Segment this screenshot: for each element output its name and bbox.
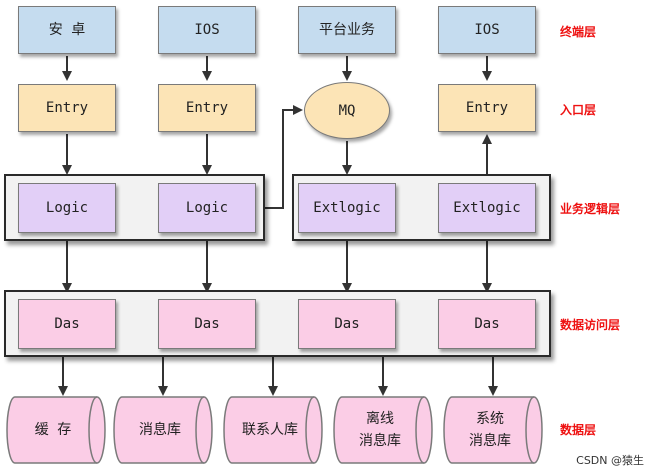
- entry-node-2: Entry: [158, 84, 256, 132]
- das-node-1: Das: [18, 299, 116, 349]
- client-android: 安 卓: [18, 6, 116, 54]
- database-cylinder-contacts: [223, 396, 323, 464]
- logic-node-2: Logic: [158, 183, 256, 233]
- client-platform-business: 平台业务: [298, 6, 396, 54]
- layer-label-client: 终端层: [560, 25, 597, 39]
- layer-label-entry: 入口层: [560, 103, 597, 117]
- database-label-cache: 缓 存: [34, 422, 72, 438]
- database-cylinder-offline: [333, 396, 433, 464]
- das-node-4: Das: [438, 299, 536, 349]
- client-ios: IOS: [158, 6, 256, 54]
- database-label-message: 消息库: [139, 422, 181, 438]
- das-node-2: Das: [158, 299, 256, 349]
- database-label-contacts: 联系人库: [242, 422, 298, 438]
- layer-label-data: 数据层: [560, 423, 597, 437]
- logic-node-1: Logic: [18, 183, 116, 233]
- database-cylinder-cache: [6, 396, 106, 464]
- watermark: CSDN @猿生: [576, 454, 644, 467]
- entry-node-1: Entry: [18, 84, 116, 132]
- database-label-offline: 离线 消息库: [359, 411, 401, 449]
- layer-label-data-access: 数据访问层: [560, 318, 621, 332]
- client-ios-2: IOS: [438, 6, 536, 54]
- entry-node-4: Entry: [438, 84, 536, 132]
- layer-label-logic: 业务逻辑层: [560, 202, 621, 216]
- extlogic-node-2: Extlogic: [438, 183, 536, 233]
- database-cylinder-system: [443, 396, 543, 464]
- arrow-logic2-mq: [265, 105, 303, 209]
- database-label-system: 系统 消息库: [469, 411, 511, 449]
- mq-node: MQ: [304, 82, 390, 139]
- database-cylinder-message: [113, 396, 213, 464]
- das-node-3: Das: [298, 299, 396, 349]
- extlogic-node-1: Extlogic: [298, 183, 396, 233]
